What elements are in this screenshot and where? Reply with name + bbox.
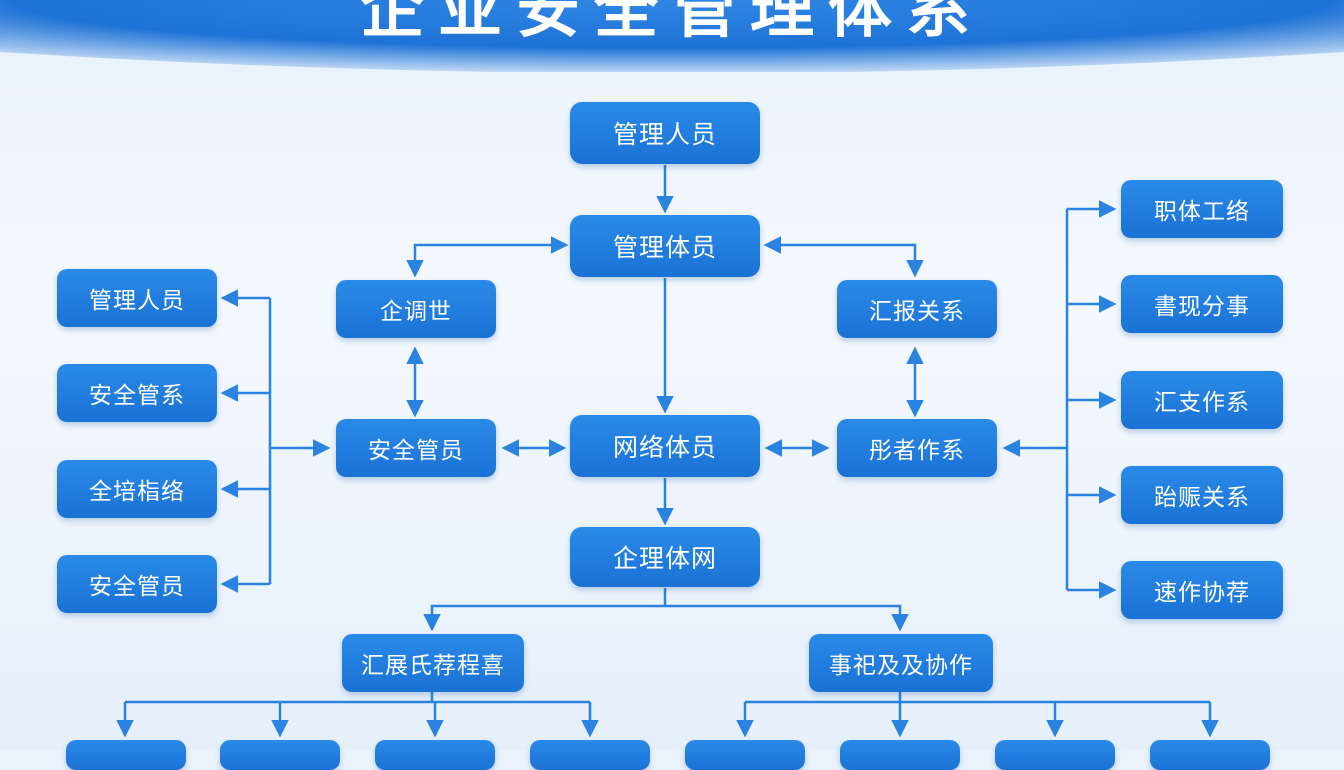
node-far-left: 全培栺络 <box>57 460 217 518</box>
node-branch-left: 汇展氏荐程喜 <box>342 634 524 692</box>
node-branch-right: 事祀及及协作 <box>809 634 993 692</box>
node-far-right: 書现分事 <box>1121 275 1283 333</box>
node-far-right: 汇支作系 <box>1121 371 1283 429</box>
connector-lines <box>116 165 1219 738</box>
node-center-top: 管理体员 <box>570 215 760 277</box>
node-center-mid: 网络体员 <box>570 415 760 477</box>
leaf-box <box>220 740 340 770</box>
node-far-left: 安全管系 <box>57 364 217 422</box>
leaf-box <box>66 740 186 770</box>
node-far-right: 跆赈关系 <box>1121 466 1283 524</box>
node-top: 管理人员 <box>570 102 760 164</box>
node-left-upper: 企调世 <box>336 280 496 338</box>
node-right-upper: 汇报关系 <box>837 280 997 338</box>
node-far-right: 职体工络 <box>1121 180 1283 238</box>
leaf-box <box>530 740 650 770</box>
diagram-title: 企业安全管理体系 <box>360 0 984 47</box>
node-left-mid: 安全管员 <box>336 419 496 477</box>
node-center-bottom: 企理体网 <box>570 527 760 587</box>
node-far-right: 速作协荐 <box>1121 561 1283 619</box>
leaf-box <box>375 740 495 770</box>
node-far-left: 安全管员 <box>57 555 217 613</box>
node-far-left: 管理人员 <box>57 269 217 327</box>
node-right-mid: 彤者作系 <box>837 419 997 477</box>
banner-wave <box>0 52 1344 80</box>
leaf-box <box>1150 740 1270 770</box>
leaf-box <box>995 740 1115 770</box>
leaf-box <box>840 740 960 770</box>
leaf-box <box>685 740 805 770</box>
title-banner: 企业安全管理体系 <box>0 0 1344 72</box>
